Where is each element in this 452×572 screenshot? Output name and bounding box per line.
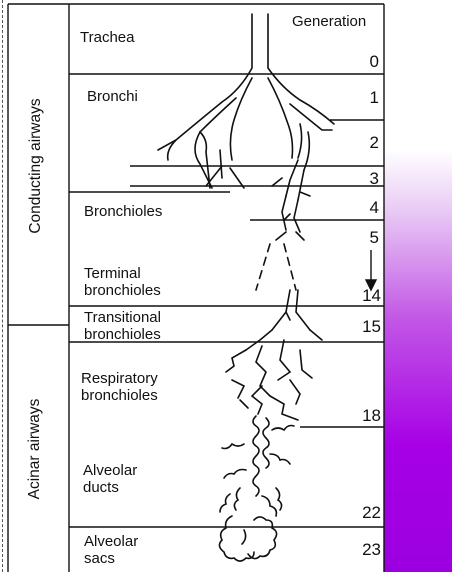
generation-14: 14 [341, 286, 381, 306]
generation-0: 0 [339, 52, 379, 72]
generation-22: 22 [341, 503, 381, 523]
generation-4: 4 [339, 198, 379, 218]
generation-arrow [366, 250, 376, 290]
label-respiratory-bronchioles: Respiratory bronchioles [81, 370, 158, 404]
label-alveolar-sacs: Alveolar sacs [84, 533, 138, 567]
generation-3: 3 [339, 169, 379, 189]
conducting-airways-label: Conducting airways [27, 76, 45, 256]
label-bronchioles: Bronchioles [84, 203, 162, 220]
generation-5: 5 [339, 228, 379, 248]
label-transitional-bronchioles: Transitional bronchioles [84, 309, 161, 343]
label-terminal-bronchioles: Terminal bronchioles [84, 265, 161, 299]
label-bronchi: Bronchi [87, 88, 138, 105]
generation-1: 1 [339, 88, 379, 108]
label-alveolar-ducts: Alveolar ducts [83, 462, 137, 496]
generation-23: 23 [341, 540, 381, 560]
generation-2: 2 [339, 133, 379, 153]
bronchial-tree [158, 14, 334, 561]
generation-header: Generation [292, 13, 366, 30]
acinar-airways-label: Acinar airways [26, 369, 44, 529]
generation-15: 15 [341, 317, 381, 337]
generation-18: 18 [341, 406, 381, 426]
label-trachea: Trachea [80, 29, 134, 46]
